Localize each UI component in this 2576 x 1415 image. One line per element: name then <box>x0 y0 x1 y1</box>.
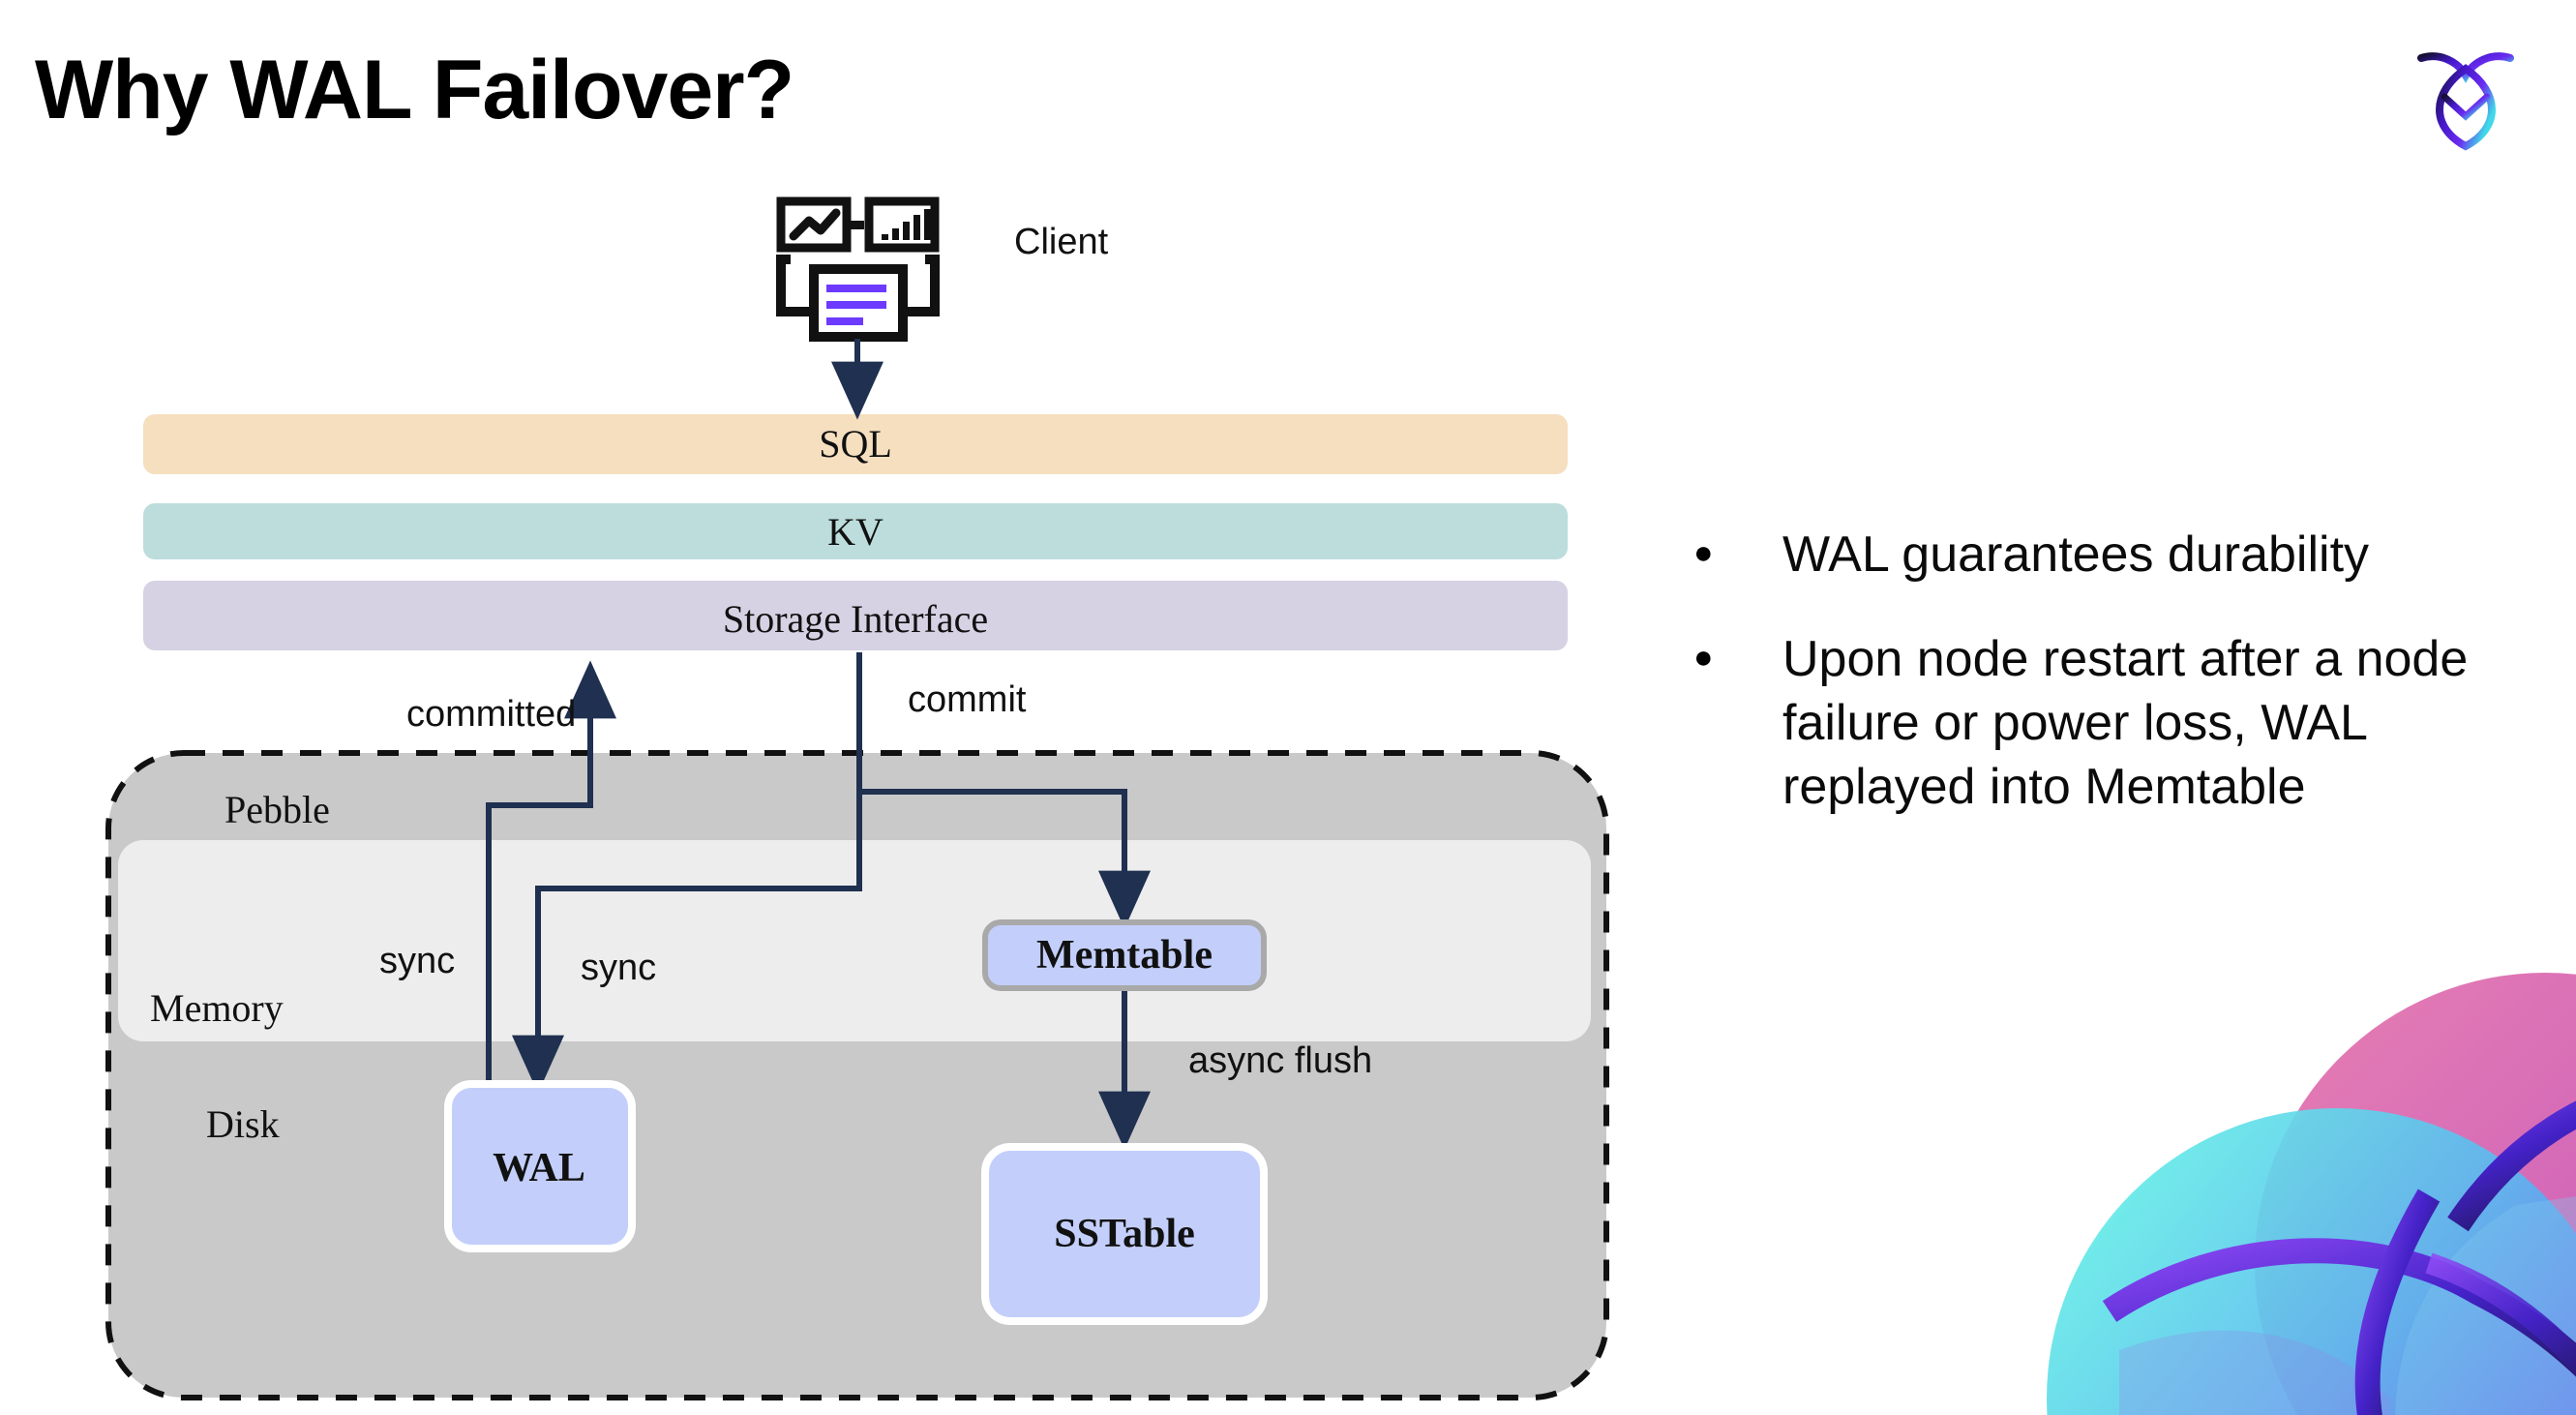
edge-label-async-flush: async flush <box>1188 1040 1372 1081</box>
list-item: ● Upon node restart after a node failure… <box>1693 627 2516 819</box>
bullet-marker-icon: ● <box>1693 534 1714 571</box>
node-memtable[interactable] <box>982 919 1267 991</box>
node-label-sstable: SSTable <box>1054 1212 1195 1256</box>
memory-region <box>118 840 1591 1041</box>
bullet-text: Upon node restart after a node failure o… <box>1782 631 2469 815</box>
layer-label-storage-interface: Storage Interface <box>723 597 988 641</box>
edge-label-committed: committed <box>406 694 576 735</box>
edge-committed <box>486 660 616 1084</box>
node-sstable[interactable] <box>981 1143 1268 1325</box>
layer-bar-storage-interface <box>143 581 1568 650</box>
node-label-wal: WAL <box>493 1146 585 1190</box>
edge-label-sync-left: sync <box>379 941 455 981</box>
edge-commit-trunk <box>512 652 862 1094</box>
bullet-text: WAL guarantees durability <box>1782 527 2370 583</box>
layer-bar-kv <box>143 503 1568 559</box>
node-label-memtable: Memtable <box>1036 933 1213 978</box>
region-label-memory: Memory <box>150 986 284 1030</box>
layer-bar-sql <box>143 414 1568 474</box>
layer-label-sql: SQL <box>819 422 892 466</box>
layer-label-kv: KV <box>827 510 884 554</box>
region-label-disk: Disk <box>206 1102 280 1146</box>
edge-label-sync-right: sync <box>581 948 656 988</box>
cockroachdb-logo <box>2417 52 2514 151</box>
client-terminal-icon <box>776 196 940 342</box>
page-title: Why WAL Failover? <box>35 44 794 136</box>
bullet-list: ● WAL guarantees durability ● Upon node … <box>1693 523 2516 859</box>
bullet-marker-icon: ● <box>1693 639 1714 676</box>
client-label: Client <box>1014 222 1109 262</box>
region-label-pebble: Pebble <box>225 788 330 831</box>
node-wal[interactable] <box>444 1080 636 1252</box>
edge-label-commit: commit <box>908 679 1027 720</box>
list-item: ● WAL guarantees durability <box>1693 523 2516 587</box>
edge-commit-to-memtable <box>859 789 1151 929</box>
